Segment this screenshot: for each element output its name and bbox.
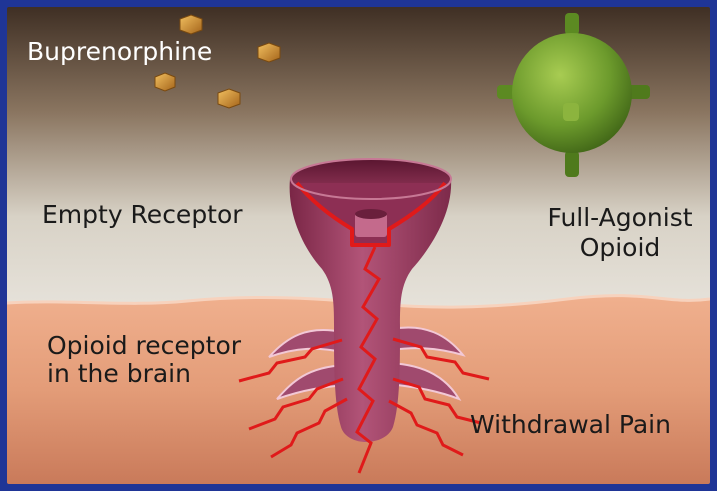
buprenorphine-label: Buprenorphine — [27, 37, 212, 67]
diagram-panel: Buprenorphine Empty Receptor Full-Agonis… — [7, 7, 710, 484]
full-agonist-label-line1: Full-Agonist — [545, 203, 695, 233]
buprenorphine-molecule — [155, 73, 175, 91]
buprenorphine-molecule — [258, 43, 280, 62]
withdrawal-pain-label: Withdrawal Pain — [470, 410, 671, 440]
full-agonist-label: Full-Agonist Opioid — [545, 203, 695, 263]
brain-receptor-label: Opioid receptor in the brain — [47, 332, 241, 388]
brain-receptor-label-line1: Opioid receptor — [47, 332, 241, 360]
empty-receptor-label: Empty Receptor — [42, 200, 243, 230]
brain-receptor-label-line2: in the brain — [47, 360, 241, 388]
buprenorphine-molecule — [218, 89, 240, 108]
full-agonist-label-line2: Opioid — [545, 233, 695, 263]
buprenorphine-molecule — [180, 15, 202, 34]
